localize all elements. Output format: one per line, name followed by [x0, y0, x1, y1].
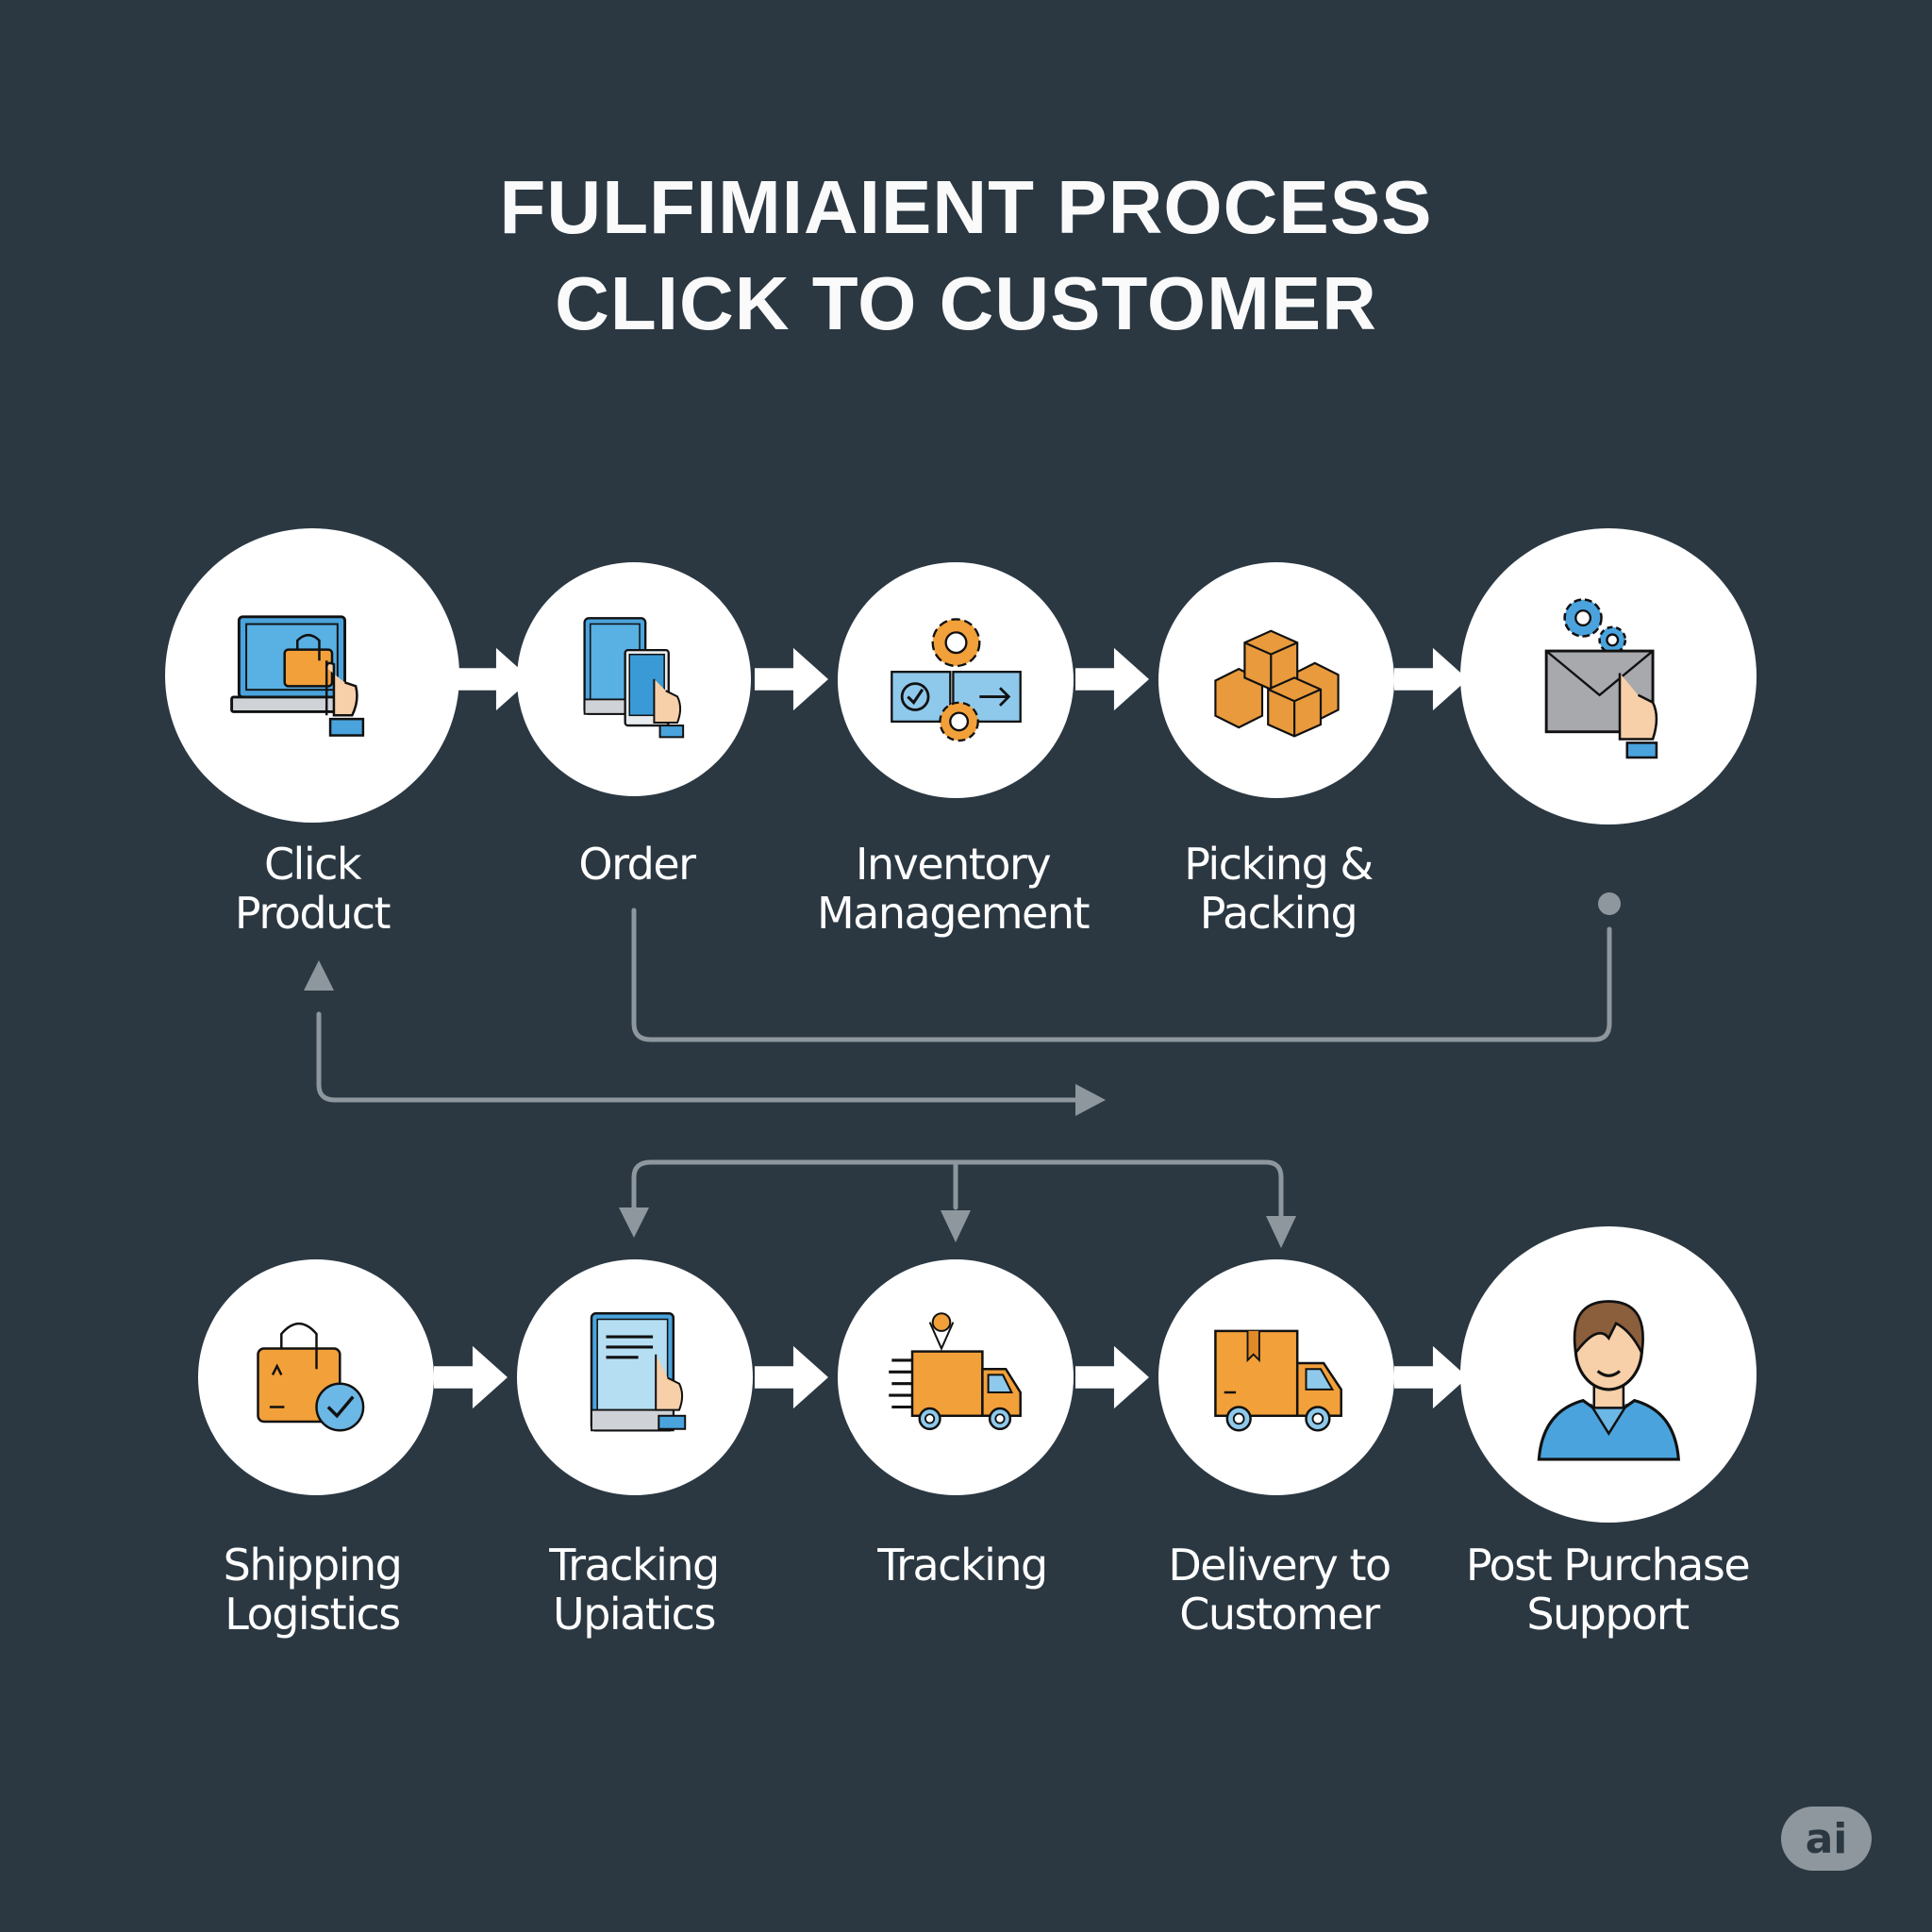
- step-shipping-logistics-node[interactable]: [198, 1259, 434, 1495]
- diagram-title-line-2: CLICK TO CUSTOMER: [555, 261, 1377, 345]
- flow-arrow-right: [755, 1345, 828, 1409]
- customer-avatar-icon: [1537, 1299, 1680, 1461]
- connector-arrowhead-down: [941, 1210, 971, 1242]
- step-tracking-upiatics-node[interactable]: [517, 1259, 753, 1495]
- step-order-node[interactable]: [517, 562, 751, 796]
- tablet-document-hand-icon: [590, 1311, 686, 1432]
- gears-checklist-icon: [890, 617, 1022, 741]
- tablet-phone-hand-icon: [583, 617, 685, 739]
- connector-arrowhead-right: [1075, 1084, 1106, 1116]
- shopping-bag-check-icon: [256, 1322, 364, 1432]
- step-label-tracking: Tracking: [877, 1540, 1048, 1591]
- step-inventory-management-node[interactable]: [838, 562, 1074, 798]
- fast-delivery-truck-icon: [888, 1311, 1022, 1430]
- connector-loop-to-click: [316, 1011, 1083, 1103]
- box-truck-icon: [1213, 1329, 1342, 1432]
- flow-arrow-right: [755, 647, 828, 711]
- gears-envelope-hand-icon: [1544, 597, 1657, 758]
- flow-arrow-right: [1075, 647, 1149, 711]
- step-delivery-to-customer-node[interactable]: [1158, 1259, 1394, 1495]
- step-click-product-node[interactable]: [165, 528, 459, 823]
- step-tracking-node[interactable]: [838, 1259, 1074, 1495]
- step-label-picking-packing: Picking &Packing: [1184, 839, 1374, 939]
- step-final-top-node[interactable]: [1460, 528, 1757, 824]
- connector-arrowhead-up: [304, 960, 334, 991]
- connector-endpoint-dot: [1598, 892, 1621, 915]
- step-picking-packing-node[interactable]: [1158, 562, 1394, 798]
- connector-arrowhead-down: [619, 1208, 649, 1238]
- flow-arrow-right: [1075, 1345, 1149, 1409]
- step-label-order: Order: [578, 839, 696, 890]
- connector-arrowhead-down: [1266, 1216, 1296, 1248]
- flow-arrow-right: [434, 1345, 508, 1409]
- stacked-boxes-icon: [1213, 629, 1340, 738]
- flow-arrow-right: [1394, 1345, 1468, 1409]
- flow-arrow-right: [1394, 647, 1468, 711]
- diagram-title-line-1: FULFIMIAIENT PROCESS: [499, 165, 1433, 249]
- laptop-shopping-bag-hand-icon: [230, 615, 365, 738]
- step-post-purchase-support-node[interactable]: [1460, 1226, 1757, 1523]
- flow-arrow-right: [458, 647, 531, 711]
- ai-badge: ai: [1781, 1807, 1872, 1871]
- connector-branch-down: [631, 1159, 1284, 1220]
